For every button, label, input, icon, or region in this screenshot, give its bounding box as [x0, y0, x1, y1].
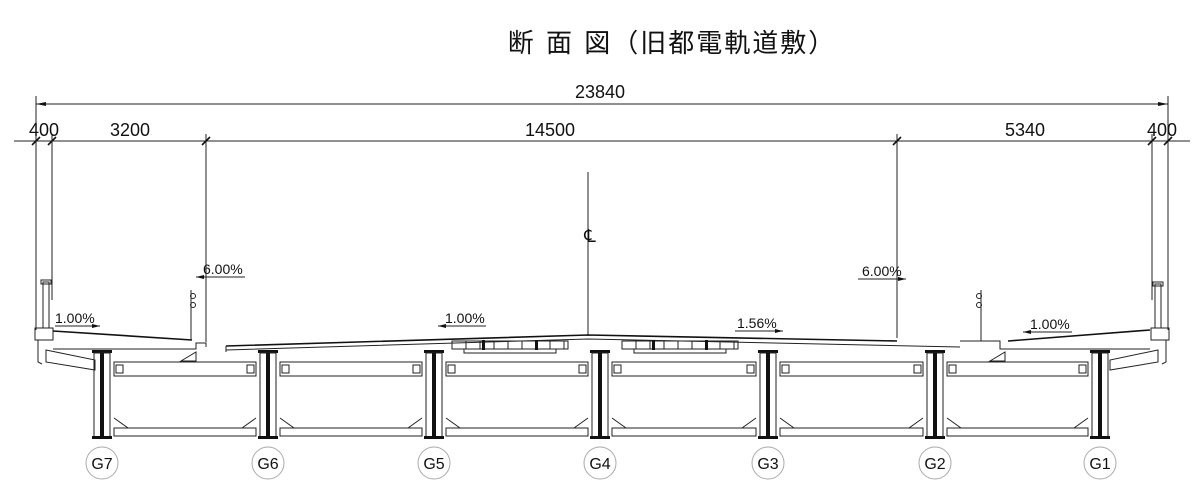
girder-bottom-flange — [758, 436, 778, 439]
track-base — [463, 348, 557, 354]
girder-label-circle — [583, 446, 617, 480]
centerline: ℄ — [583, 172, 596, 336]
girder-top-flange — [590, 350, 610, 353]
girder-label-circle — [85, 446, 119, 480]
dim-left-sidewalk: 3200 — [110, 120, 150, 140]
dim-right-railing: 400 — [1147, 120, 1177, 140]
cross-beam — [113, 361, 257, 377]
girder-top-flange — [424, 350, 444, 353]
girder-bottom-flange — [1090, 436, 1110, 439]
cross-beam — [611, 361, 757, 377]
girder-label-circle — [918, 446, 952, 480]
cross-beam — [279, 361, 423, 377]
rail — [652, 340, 655, 350]
girder-bottom-flange — [424, 436, 444, 439]
girder-bottom-flange — [925, 436, 945, 439]
bottom-lateral — [445, 427, 589, 437]
drawing-title: 断 面 図（旧都電軌道敷） — [508, 29, 837, 59]
slope-right-edge: 6.00% — [862, 263, 902, 279]
deck-slab — [34, 279, 1170, 371]
dimension-tick — [31, 136, 41, 146]
segment-dimensions: 400 3200 14500 5340 400 — [14, 120, 1190, 342]
girder-label: G5 — [423, 456, 444, 473]
cross-beam — [946, 361, 1089, 377]
slope-left-edge: 6.00% — [203, 261, 243, 277]
dim-right-sidewalk: 5340 — [1005, 120, 1045, 140]
bottom-lateral — [946, 427, 1089, 437]
girder-label: G3 — [757, 456, 778, 473]
girder-label-circle — [417, 446, 451, 480]
girder-label: G7 — [91, 456, 112, 473]
girder-label-circle — [1083, 446, 1117, 480]
dimension-tick — [892, 136, 902, 146]
girder-top-flange — [92, 350, 112, 353]
slope-left-roadway: 1.00% — [445, 310, 485, 326]
rail — [482, 340, 485, 350]
girder-top-flange — [258, 350, 278, 353]
bottom-lateral — [113, 427, 257, 437]
dimension-tick — [201, 136, 211, 146]
slope-annotations: 1.00% 6.00% 1.00% 6.00% 1.56% 1.00% — [55, 261, 1072, 334]
girder-label: G2 — [924, 456, 945, 473]
dim-left-railing: 400 — [29, 120, 59, 140]
cross-beam — [445, 361, 589, 377]
centerline-symbol: ℄ — [583, 226, 596, 246]
dim-total: 23840 — [575, 82, 625, 102]
rail — [705, 340, 708, 350]
girder-label: G1 — [1089, 456, 1110, 473]
dimension-tick — [1163, 136, 1173, 146]
track-base — [633, 348, 727, 354]
bottom-lateral — [279, 427, 423, 437]
rail — [535, 340, 538, 350]
overall-dimension: 23840 — [35, 82, 1169, 330]
girder-top-flange — [1090, 350, 1110, 353]
dimension-tick — [1147, 136, 1157, 146]
cross-beam — [779, 361, 924, 377]
girder-label-circle — [251, 446, 285, 480]
dimension-tick — [47, 136, 57, 146]
girder-bottom-flange — [258, 436, 278, 439]
girder-frame — [92, 350, 1110, 439]
girder-top-flange — [925, 350, 945, 353]
girder-label-circle — [751, 446, 785, 480]
girder-bottom-flange — [92, 436, 112, 439]
slope-right-sidewalk: 1.00% — [1030, 316, 1070, 332]
bottom-lateral — [779, 427, 924, 437]
bottom-lateral — [611, 427, 757, 437]
slope-left-sidewalk: 1.00% — [55, 310, 95, 326]
girder-label: G6 — [257, 456, 278, 473]
girder-bottom-flange — [590, 436, 610, 439]
girder-label: G4 — [589, 456, 610, 473]
slope-right-roadway: 1.56% — [737, 315, 777, 331]
dim-roadway: 14500 — [525, 120, 575, 140]
girder-top-flange — [758, 350, 778, 353]
